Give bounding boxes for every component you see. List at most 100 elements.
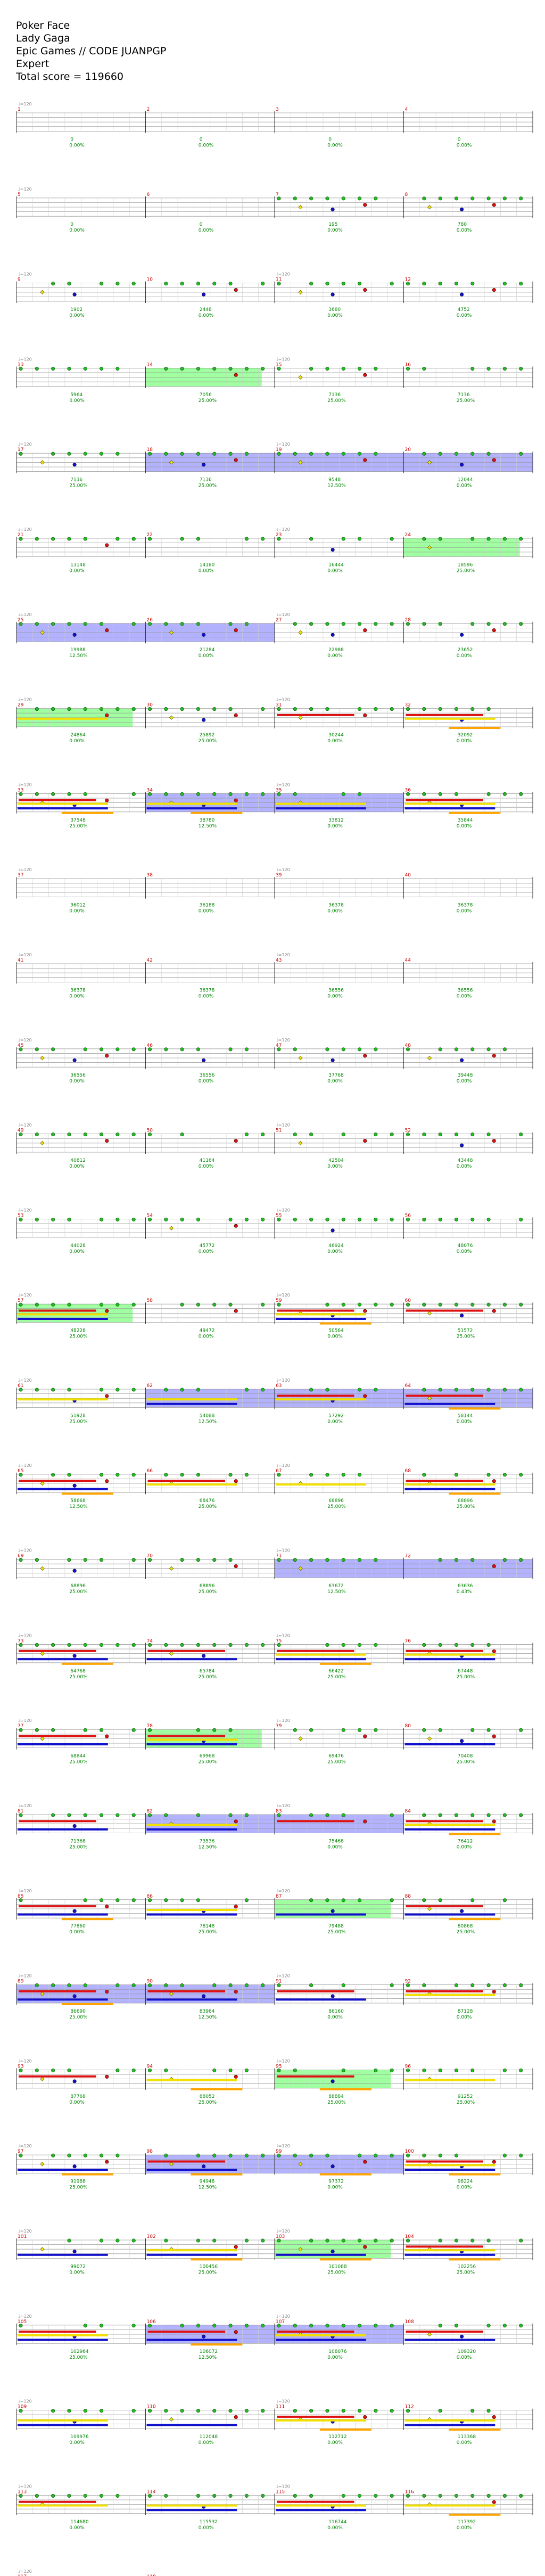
measure-score: 9548 xyxy=(328,478,341,483)
green-note xyxy=(212,1558,217,1562)
tempo-marker: ♩=120 xyxy=(276,2314,290,2319)
green-note xyxy=(147,1983,152,1988)
green-note xyxy=(438,1302,442,1307)
chart-row: ♩=120♩=120101990720.00%10210045625.00%10… xyxy=(16,2229,533,2275)
green-note xyxy=(277,537,281,541)
green-note xyxy=(519,1813,523,1817)
green-note xyxy=(438,537,442,541)
measure-number: 116 xyxy=(405,2489,414,2495)
blue-sustain xyxy=(404,1658,496,1661)
green-note xyxy=(100,366,104,371)
green-note xyxy=(470,366,475,371)
green-note xyxy=(100,1217,104,1221)
green-note xyxy=(51,1983,55,1988)
measure-number: 92 xyxy=(405,1979,411,1984)
blue-note xyxy=(72,2249,77,2254)
blue-sustain xyxy=(18,2424,108,2426)
tempo-marker: ♩=120 xyxy=(18,187,32,192)
measure-percent: 0.00% xyxy=(457,228,472,233)
measure-number: 18 xyxy=(147,447,153,453)
green-note xyxy=(100,1813,104,1817)
green-note xyxy=(374,2324,378,2328)
green-note xyxy=(470,1302,475,1307)
blue-note xyxy=(202,2164,206,2169)
blue-note xyxy=(331,633,335,637)
green-note xyxy=(309,282,313,286)
blue-note xyxy=(202,1654,206,1658)
measure-score: 87768 xyxy=(70,2094,86,2099)
red-note xyxy=(492,2500,496,2504)
yellow-note xyxy=(298,630,303,635)
measure-score: 114680 xyxy=(70,2520,89,2525)
measure-score: 86690 xyxy=(70,2009,86,2014)
green-note xyxy=(244,2493,249,2498)
measure-number: 72 xyxy=(405,1554,411,1559)
measure-score: 36378 xyxy=(70,988,86,993)
red-note xyxy=(492,2415,496,2419)
green-note xyxy=(131,1473,136,1477)
green-note xyxy=(228,1302,233,1307)
tempo-marker: ♩=120 xyxy=(276,1974,290,1979)
measure-percent: 0.00% xyxy=(199,994,214,999)
green-note xyxy=(228,1558,233,1562)
green-note xyxy=(100,452,104,456)
blue-note xyxy=(72,633,77,637)
green-note xyxy=(212,792,217,796)
orange-sustain xyxy=(191,2258,243,2261)
green-note xyxy=(470,196,475,201)
green-note xyxy=(51,1047,55,1052)
blue-sustain xyxy=(404,1828,496,1831)
yellow-note xyxy=(298,1736,303,1741)
green-note xyxy=(358,1898,362,1902)
tempo-marker: ♩=120 xyxy=(18,2058,32,2063)
green-note xyxy=(131,282,136,286)
measure-score: 108076 xyxy=(328,2349,347,2355)
green-note xyxy=(422,366,426,371)
green-note xyxy=(293,1728,297,1732)
measure-number: 74 xyxy=(147,1638,153,1644)
green-note xyxy=(19,1473,23,1477)
green-note xyxy=(358,2493,362,2498)
measure-number: 102 xyxy=(147,2234,156,2239)
red-note xyxy=(234,373,238,377)
green-note xyxy=(293,1047,297,1052)
measure-score: 38780 xyxy=(200,818,215,823)
green-note xyxy=(244,537,249,541)
red-sustain xyxy=(277,1990,354,1992)
green-note xyxy=(100,1133,104,1137)
measure-percent: 25.00% xyxy=(69,1334,88,1340)
measure-percent: 0.00% xyxy=(199,2440,214,2446)
green-note xyxy=(454,1558,458,1562)
blue-sustain xyxy=(404,2424,496,2426)
measure-number: 84 xyxy=(405,1809,411,1814)
green-note xyxy=(212,452,217,456)
red-note xyxy=(363,2415,367,2419)
green-note xyxy=(228,707,233,711)
measure-percent: 12.50% xyxy=(199,2015,217,2020)
measure-score: 22988 xyxy=(328,647,344,653)
measure-percent: 0.00% xyxy=(69,228,85,233)
green-note xyxy=(196,1302,200,1307)
measure-score: 13148 xyxy=(70,562,86,568)
green-note xyxy=(212,2493,217,2498)
green-note xyxy=(228,622,233,626)
measure-number: 17 xyxy=(18,447,23,453)
green-note xyxy=(470,452,475,456)
measure-number: 63 xyxy=(276,1383,282,1389)
chart-row: ♩=120♩=120817136825.00%827353612.50%8375… xyxy=(16,1803,533,1850)
green-note xyxy=(358,1388,362,1392)
green-note xyxy=(164,2493,168,2498)
measure-score: 7136 xyxy=(328,392,341,398)
measure-number: 40 xyxy=(405,873,411,878)
green-note xyxy=(115,1047,120,1052)
green-note xyxy=(196,452,200,456)
green-note xyxy=(358,622,362,626)
chart-row: ♩=120♩=120898669025.00%908396412.50%9186… xyxy=(16,1974,533,2020)
chart-row: ♩=120♩=1201131146800.00%1141155320.00%11… xyxy=(16,2484,533,2531)
song-artist: Lady Gaga xyxy=(16,32,70,44)
measure-number: 61 xyxy=(18,1383,23,1389)
measure-number: 44 xyxy=(405,958,411,963)
green-note xyxy=(358,1217,362,1221)
green-note xyxy=(374,622,378,626)
green-note xyxy=(51,366,55,371)
